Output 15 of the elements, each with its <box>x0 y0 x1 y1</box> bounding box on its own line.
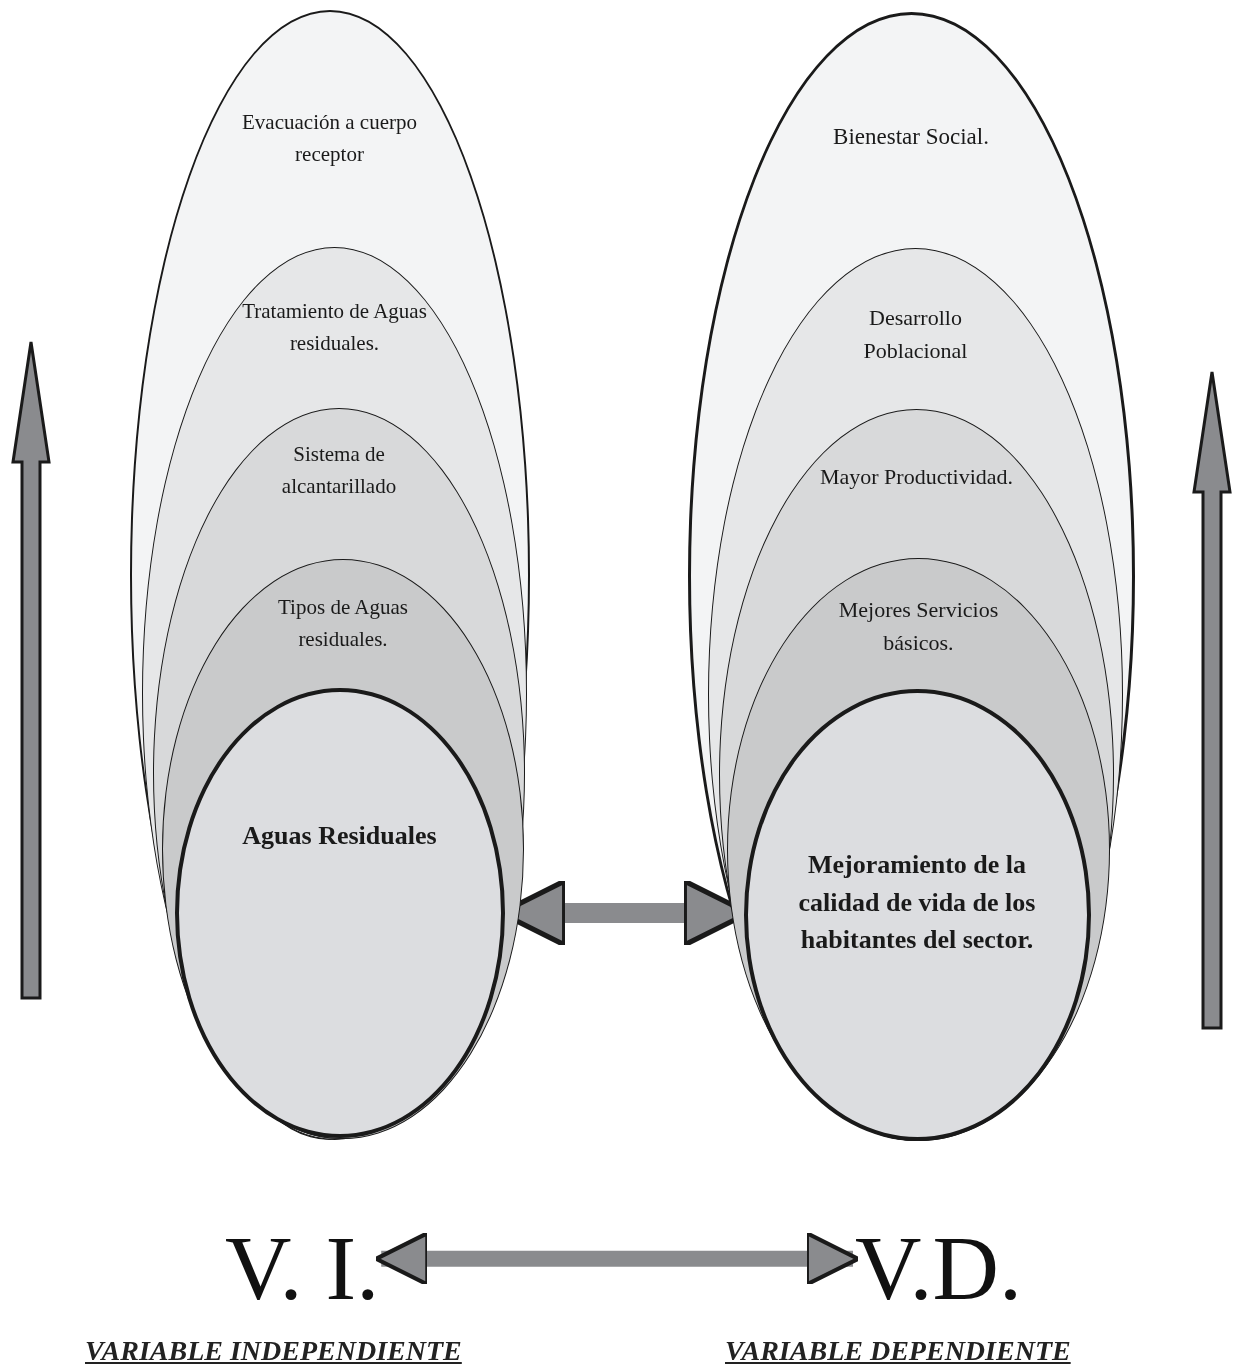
ellipse-label: Evacuación a cuerpo receptor <box>241 109 418 168</box>
ellipse-label: Mayor Productividad. <box>818 463 1015 491</box>
ellipse-label: Aguas Residuales <box>241 820 438 852</box>
ellipse-label: Sistema de alcantarillado <box>280 441 398 500</box>
ellipse-label: Mejores Servicios básicos. <box>837 596 1000 657</box>
double-arrow <box>374 1231 861 1287</box>
ellipse-label: Tratamiento de Aguas residuales. <box>241 298 428 357</box>
variable-label: V. I. <box>225 1222 380 1314</box>
ellipse-label: Mejoramiento de la calidad de vida de los habitantes del sector. <box>797 849 1037 957</box>
ellipse-label: Desarrollo Poblacional <box>862 304 969 365</box>
variable-label: V.D. <box>855 1222 1023 1314</box>
variable-caption: VARIABLE INDEPENDIENTE <box>85 1336 462 1367</box>
ellipse-label: Bienestar Social. <box>832 123 990 151</box>
variable-caption: VARIABLE DEPENDIENTE <box>725 1336 1071 1367</box>
ellipse-label: Tipos de Aguas residuales. <box>277 594 409 653</box>
